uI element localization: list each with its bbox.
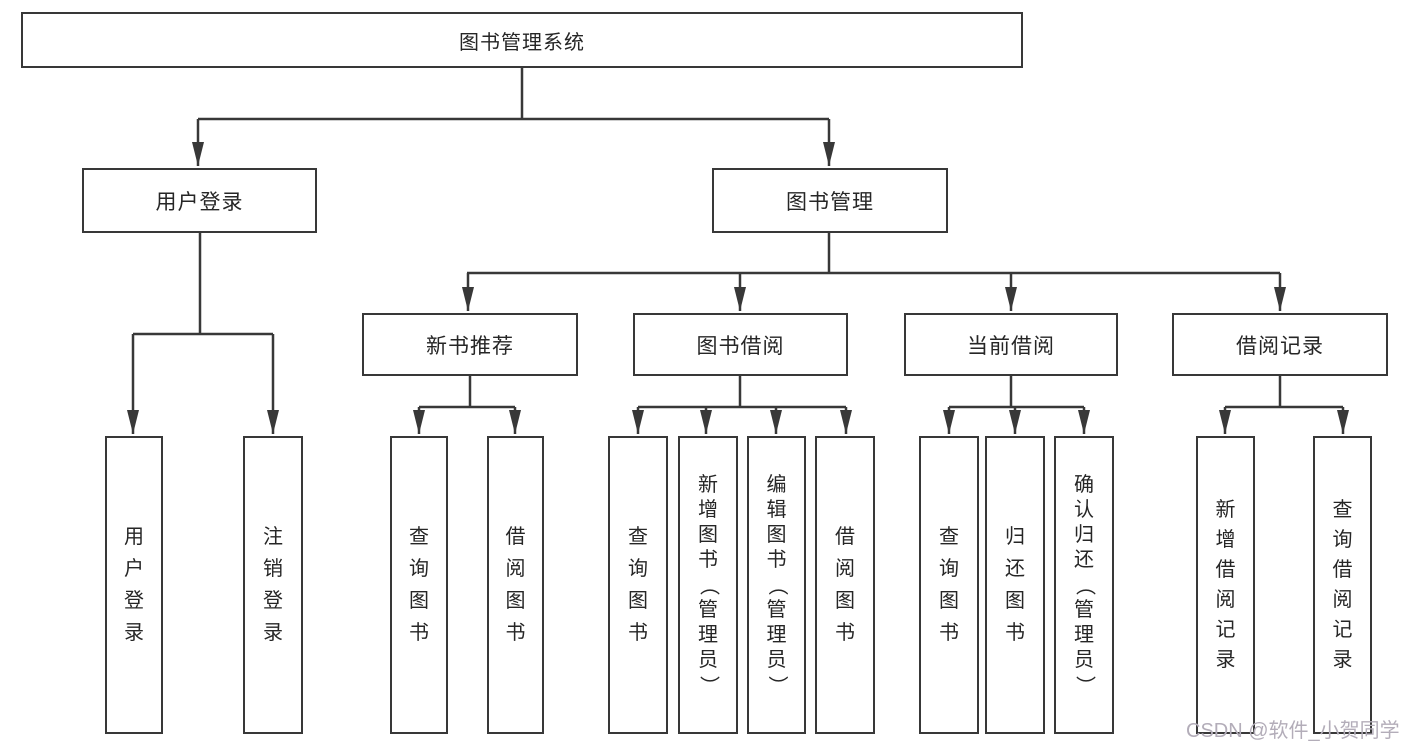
leaf-add-borrow-record: 新增借阅记录 — [1196, 436, 1255, 734]
node-book-mgmt-label: 图书管理 — [786, 190, 874, 214]
node-root-label: 图书管理系统 — [459, 31, 585, 54]
connector-current-borrow-children — [943, 376, 1090, 434]
csdn-watermark: CSDN @软件_小贺同学 — [1186, 720, 1400, 742]
node-borrow-records-label: 借阅记录 — [1236, 334, 1324, 358]
leaf-borrow-books-rec: 借阅图书 — [487, 436, 544, 734]
connector-book-mgmt-to-level3 — [462, 233, 1286, 311]
node-book-borrow: 图书借阅 — [633, 313, 848, 376]
node-book-mgmt: 图书管理 — [712, 168, 948, 233]
leaf-query-books-borrow: 查询图书 — [608, 436, 668, 734]
connector-new-book-rec-children — [413, 376, 521, 434]
connector-book-borrow-children — [632, 376, 852, 434]
connector-borrow-records-children — [1219, 376, 1349, 434]
leaf-borrow-books: 借阅图书 — [815, 436, 875, 734]
leaf-user-login: 用户登录 — [105, 436, 163, 734]
leaf-query-borrow-record: 查询借阅记录 — [1313, 436, 1372, 734]
node-user-login: 用户登录 — [82, 168, 317, 233]
leaf-edit-books-admin: 编辑图书（管理员） — [747, 436, 806, 734]
node-current-borrow: 当前借阅 — [904, 313, 1118, 376]
leaf-add-books-admin: 新增图书（管理员） — [678, 436, 738, 734]
leaf-return-books: 归还图书 — [985, 436, 1045, 734]
connector-user-login-children — [127, 233, 279, 434]
node-current-borrow-label: 当前借阅 — [967, 334, 1055, 358]
connector-root-to-level2 — [192, 68, 835, 166]
leaf-confirm-return-admin: 确认归还（管理员） — [1054, 436, 1114, 734]
node-book-borrow-label: 图书借阅 — [696, 334, 785, 358]
leaf-query-books-current: 查询图书 — [919, 436, 979, 734]
node-root: 图书管理系统 — [21, 12, 1023, 68]
leaf-query-books-rec: 查询图书 — [390, 436, 448, 734]
node-new-book-rec-label: 新书推荐 — [426, 334, 514, 358]
node-borrow-records: 借阅记录 — [1172, 313, 1388, 376]
node-new-book-rec: 新书推荐 — [362, 313, 578, 376]
node-user-login-label: 用户登录 — [155, 190, 244, 214]
leaf-logout: 注销登录 — [243, 436, 303, 734]
